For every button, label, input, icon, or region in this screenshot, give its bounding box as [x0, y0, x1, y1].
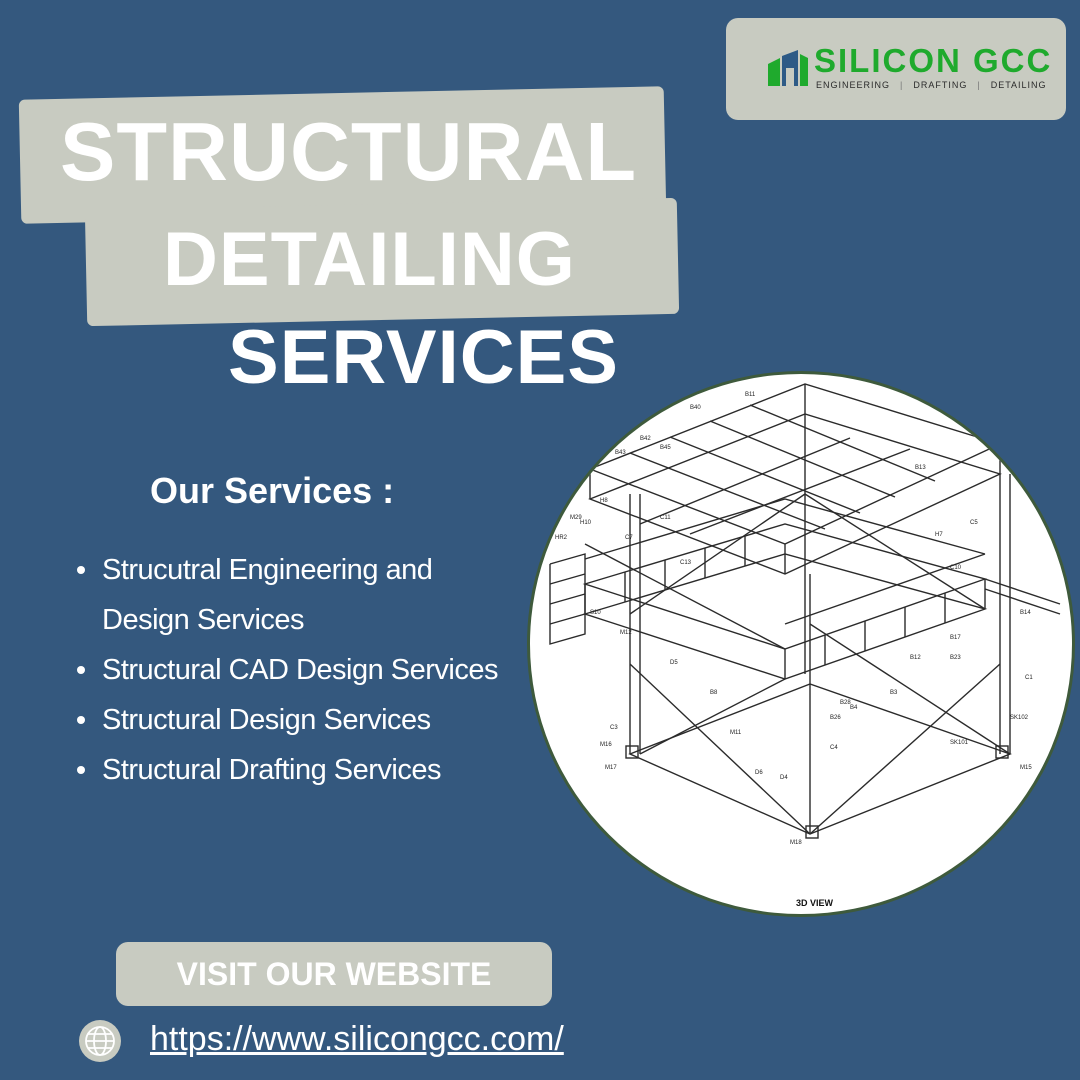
part-mark-label: S10	[590, 610, 601, 616]
globe-icon	[79, 1020, 121, 1062]
logo-tag-divider: |	[977, 80, 981, 90]
logo-card: SILICON GCC ENGINEERING | DRAFTING | DET…	[726, 18, 1066, 120]
part-mark-label: B13	[915, 465, 926, 471]
part-mark-label: D4	[780, 775, 788, 781]
part-mark-label: B3	[890, 690, 898, 696]
bullet-icon	[77, 566, 85, 574]
part-mark-label: M17	[605, 765, 617, 771]
services-list: Strucutral Engineering and Design Servic…	[73, 545, 503, 795]
part-mark-label: M16	[600, 742, 612, 748]
part-mark-label: B40	[690, 405, 701, 411]
bullet-icon	[77, 716, 85, 724]
logo-tag-detailing: DETAILING	[990, 80, 1047, 90]
service-item: Structural Design Services	[73, 695, 503, 745]
part-mark-label: C1	[1025, 675, 1033, 681]
title-line-structural: STRUCTURAL	[60, 105, 638, 198]
visit-website-button[interactable]: VISIT OUR WEBSITE	[116, 942, 552, 1006]
part-mark-label: B43	[615, 450, 626, 456]
part-mark-label: D6	[755, 770, 763, 776]
part-mark-label: C5	[970, 520, 978, 526]
part-mark-label: HR2	[555, 535, 568, 541]
bullet-icon	[77, 766, 85, 774]
part-mark-label: B14	[1020, 610, 1031, 616]
part-mark-label: C11	[660, 515, 671, 521]
bullet-icon	[77, 666, 85, 674]
part-mark-label: B23	[950, 655, 961, 661]
logo-tag-divider: |	[900, 80, 904, 90]
service-item-label: Structural CAD Design Services	[102, 654, 498, 686]
part-mark-label: B28	[840, 700, 851, 706]
title-line-services: SERVICES	[228, 315, 619, 400]
part-mark-label: B4	[850, 705, 858, 711]
part-mark-label: SK102	[1010, 715, 1029, 721]
drawing-view-label: 3D VIEW	[796, 898, 834, 908]
part-mark-label: B17	[950, 635, 961, 641]
logo-tag-engineering: ENGINEERING	[816, 80, 891, 90]
services-heading: Our Services :	[150, 470, 395, 511]
service-item-label: Strucutral Engineering and Design Servic…	[102, 554, 433, 636]
part-mark-label: M15	[1020, 765, 1032, 771]
part-mark-label: SK101	[950, 740, 969, 746]
part-mark-label: D5	[670, 660, 678, 666]
part-mark-label: B11	[745, 392, 756, 398]
logo-tag-drafting: DRAFTING	[913, 80, 968, 90]
part-mark-label: B45	[660, 445, 671, 451]
service-item: Structural CAD Design Services	[73, 645, 503, 695]
logo-name: SILICON GCC	[814, 42, 1053, 79]
part-mark-label: H7	[935, 532, 943, 538]
part-mark-label: H10	[580, 520, 592, 526]
part-mark-label: C10	[950, 565, 962, 571]
service-item: Strucutral Engineering and Design Servic…	[73, 545, 503, 645]
part-mark-label: B12	[910, 655, 921, 661]
part-mark-label: H8	[600, 498, 608, 504]
title-line-detailing: DETAILING	[163, 217, 576, 302]
part-mark-label: M29	[570, 515, 582, 521]
service-item: Structural Drafting Services	[73, 745, 503, 795]
part-mark-label: B8	[710, 690, 718, 696]
part-mark-label: C7	[625, 535, 633, 541]
part-mark-label: C4	[830, 745, 838, 751]
service-item-label: Structural Drafting Services	[102, 754, 441, 786]
part-mark-label: M12	[620, 630, 632, 636]
logo-tagline: ENGINEERING | DRAFTING | DETAILING	[816, 80, 1047, 90]
part-mark-label: C13	[680, 560, 692, 566]
part-mark-label: B42	[640, 436, 651, 442]
part-mark-label: C3	[610, 725, 618, 731]
logo-mark-icon	[768, 50, 808, 86]
website-link[interactable]: https://www.silicongcc.com/	[150, 1020, 564, 1058]
service-item-label: Structural Design Services	[102, 704, 431, 736]
part-mark-label: M18	[790, 840, 802, 846]
part-mark-label: M11	[730, 730, 742, 736]
part-mark-label: B26	[830, 715, 841, 721]
